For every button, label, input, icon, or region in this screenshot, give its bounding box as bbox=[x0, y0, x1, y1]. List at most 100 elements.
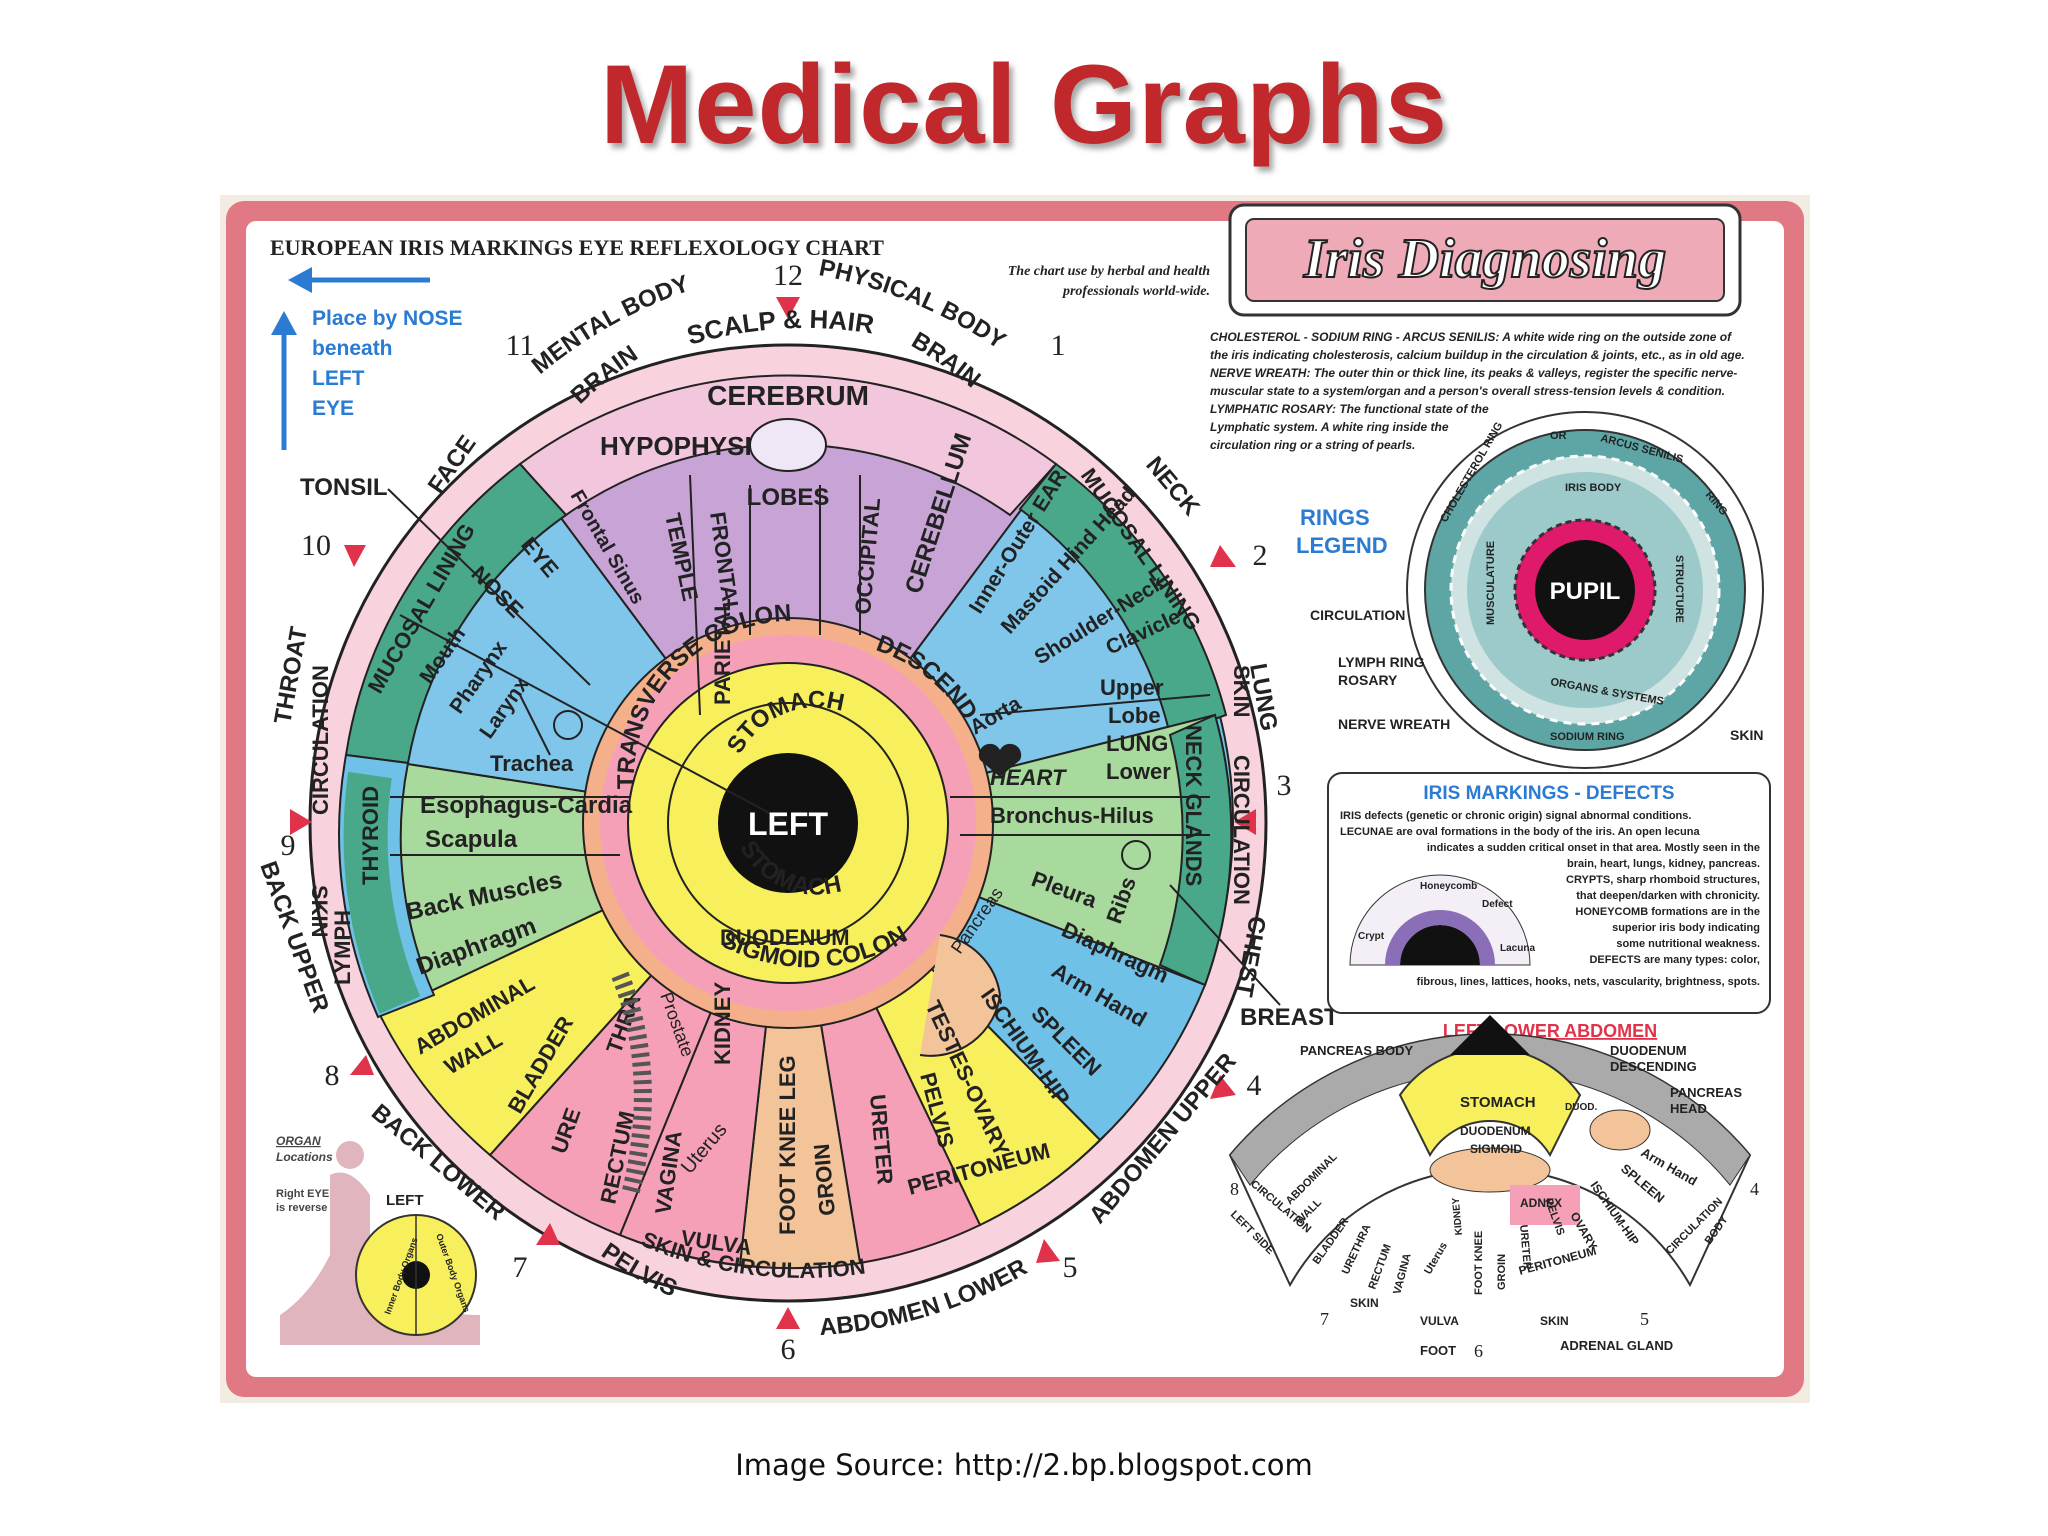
image-source: Image Source: http://2.bp.blogspot.com bbox=[735, 1448, 1313, 1482]
legend-pupil-label: PUPIL bbox=[1550, 578, 1621, 605]
neck-glands-band bbox=[1158, 713, 1233, 987]
legend-sodium-label: SODIUM RING bbox=[1550, 731, 1625, 743]
abdomen-sigmoid bbox=[1429, 1147, 1551, 1193]
breast-pointer bbox=[1169, 884, 1281, 1006]
marker-5 bbox=[1036, 1239, 1060, 1263]
abdomen-fan-rim bbox=[1229, 1033, 1751, 1186]
organ-title-1: ORGAN bbox=[276, 1134, 321, 1148]
skin-right-label: SKIN bbox=[1229, 665, 1254, 718]
legend-rosary-label: ROSARY bbox=[1338, 672, 1398, 688]
abd-duodenum-1: DUODENUM bbox=[1610, 1043, 1687, 1058]
abd-duodenum: DUODENUM bbox=[1460, 1124, 1531, 1138]
clock-5: 5 bbox=[1063, 1251, 1078, 1284]
abd-n4: 4 bbox=[1750, 1179, 1759, 1199]
badge-inner bbox=[1245, 218, 1725, 302]
abdomen-pupil-wedge bbox=[1450, 1015, 1530, 1055]
defect-lacuna-label: Lacuna bbox=[1500, 943, 1535, 954]
abd-ureter: URETER bbox=[1517, 1224, 1533, 1270]
marker-7 bbox=[536, 1223, 560, 1245]
clock-7: 7 bbox=[513, 1251, 528, 1284]
bronchus-label: Bronchus-Hilus bbox=[990, 803, 1154, 828]
figure-head-icon bbox=[336, 1141, 364, 1169]
abd-pancreas-body: PANCREAS BODY bbox=[1300, 1043, 1413, 1058]
legend-circulation-label: CIRCULATION bbox=[1310, 607, 1405, 623]
iris-chart: EUROPEAN IRIS MARKINGS EYE REFLEXOLOGY C… bbox=[220, 195, 1810, 1403]
abd-pancreas-head-1: PANCREAS bbox=[1670, 1085, 1742, 1100]
defects-line-9: some nutritional weakness. bbox=[1616, 938, 1760, 950]
description-block: CHOLESTEROL - SODIUM RING - ARCUS SENILI… bbox=[1210, 330, 1745, 452]
abdomen-stomach bbox=[1398, 1047, 1582, 1158]
scapula-label: Scapula bbox=[425, 826, 518, 853]
circulation-left-label: CIRCULATION bbox=[308, 665, 333, 815]
description-line-4: muscular state to a system/organ and a p… bbox=[1210, 384, 1725, 398]
marker-9 bbox=[290, 809, 312, 835]
abd-duodenum-2: DESCENDING bbox=[1610, 1059, 1697, 1074]
defects-line-2: LECUNAE are oval formations in the body … bbox=[1340, 826, 1700, 838]
legend-or-label: OR bbox=[1550, 430, 1567, 442]
defect-pupil bbox=[1400, 925, 1480, 965]
organ-locations-inset: ORGAN Locations Right EYE is reverse LEF… bbox=[276, 1134, 480, 1345]
clock-10: 10 bbox=[301, 529, 331, 562]
abd-duod: DUOD. bbox=[1565, 1102, 1597, 1113]
lymph-label: LYMPH bbox=[330, 910, 355, 985]
legend-iris-body-label: IRIS BODY bbox=[1565, 482, 1622, 494]
nose-arrow-up-head bbox=[271, 311, 297, 335]
place-note-2: beneath bbox=[312, 337, 393, 360]
legend-lymph-ring-label: LYMPH RING bbox=[1338, 654, 1425, 670]
clock-11: 11 bbox=[506, 329, 535, 362]
abd-kidney: KIDNEY bbox=[1451, 1197, 1465, 1236]
abd-foot: FOOT bbox=[1420, 1343, 1456, 1358]
defects-line-11: fibrous, lines, lattices, hooks, nets, v… bbox=[1417, 976, 1760, 988]
defects-line-5: CRYPTS, sharp rhomboid structures, bbox=[1566, 874, 1760, 886]
description-line-7: circulation ring or a string of pearls. bbox=[1210, 438, 1415, 452]
trachea-label: Trachea bbox=[490, 751, 574, 776]
defects-line-6: that deepen/darken with chronicity. bbox=[1576, 890, 1760, 902]
lobe-dividers bbox=[689, 474, 861, 716]
clock-markers bbox=[290, 297, 1256, 1329]
abd-groin: GROIN bbox=[1496, 1254, 1508, 1290]
clock-1: 1 bbox=[1051, 329, 1066, 362]
legend-musculature-label: MUSCULATURE bbox=[1485, 541, 1497, 625]
tonsil-pointer bbox=[387, 488, 591, 686]
defects-line-1: IRIS defects (genetic or chronic origin)… bbox=[1340, 810, 1691, 822]
description-line-2: the iris indicating cholesterosis, calci… bbox=[1210, 348, 1745, 362]
breast-label: BREAST bbox=[1240, 1004, 1339, 1031]
lower-label: Lower bbox=[1106, 759, 1171, 784]
skin-left-label: SKIN bbox=[307, 885, 332, 938]
abdomen-fan bbox=[1228, 1015, 1752, 1288]
chart-subheader-2: professionals world-wide. bbox=[1062, 284, 1210, 299]
marker-10 bbox=[344, 545, 366, 567]
hypophysis-label: HYPOPHYSIS bbox=[600, 431, 769, 461]
stomach-inner-line bbox=[667, 702, 909, 944]
defects-line-8: superior iris body indicating bbox=[1612, 922, 1760, 934]
seated-figure-icon bbox=[280, 1172, 480, 1345]
abd-n6: 6 bbox=[1474, 1341, 1483, 1361]
defects-line-7: HONEYCOMB formations are in the bbox=[1575, 906, 1760, 918]
clock-9: 9 bbox=[281, 829, 296, 862]
defects-title: IRIS MARKINGS - DEFECTS bbox=[1423, 783, 1674, 804]
rings-legend-title-2: LEGEND bbox=[1296, 533, 1388, 558]
clock-3: 3 bbox=[1277, 769, 1292, 802]
place-note-4: EYE bbox=[312, 397, 354, 420]
abd-foot-knee: FOOT KNEE bbox=[1473, 1231, 1485, 1295]
neck-glands-label: NECK GLANDS bbox=[1181, 725, 1206, 886]
defect-honeycomb-label: Honeycomb bbox=[1420, 881, 1477, 892]
abd-stomach: STOMACH bbox=[1460, 1094, 1536, 1111]
abd-pancreas-head-2: HEAD bbox=[1670, 1101, 1707, 1116]
clock-numbers: 12 1 2 3 4 5 6 7 8 9 10 11 bbox=[281, 259, 1292, 1366]
defect-crypt-label: Crypt bbox=[1358, 931, 1385, 942]
defect-iris bbox=[1385, 910, 1495, 965]
pancreas-lobe bbox=[919, 934, 1002, 1057]
thyroid-label: THYROID bbox=[358, 786, 383, 885]
legend-structure-label: STRUCTURE bbox=[1673, 555, 1685, 623]
rings-legend-title-1: RINGS bbox=[1300, 505, 1370, 530]
abd-vulva: VULVA bbox=[1420, 1314, 1459, 1328]
left-sector-dividers bbox=[390, 614, 789, 856]
nose-arrow-left-head bbox=[288, 267, 312, 293]
hilus-circle-icon bbox=[1121, 840, 1151, 870]
description-line-5: LYMPHATIC ROSARY: The functional state o… bbox=[1210, 402, 1489, 416]
organ-right-eye-1: Right EYE bbox=[276, 1188, 329, 1200]
defects-line-3: indicates a sudden critical onset in tha… bbox=[1427, 842, 1760, 854]
heart-icon bbox=[978, 743, 1022, 777]
abdomen-adnex bbox=[1510, 1185, 1580, 1225]
